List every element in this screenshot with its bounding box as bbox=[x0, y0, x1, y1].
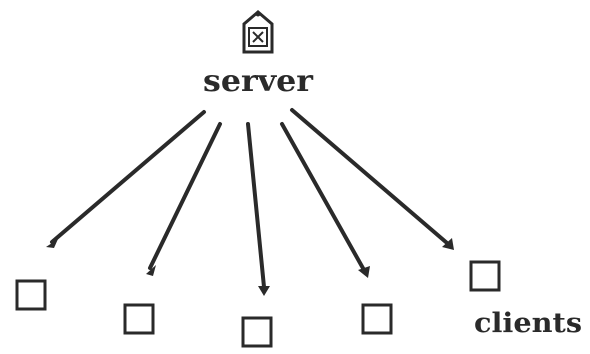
client-box-5 bbox=[469, 260, 501, 292]
client-box-1 bbox=[15, 279, 47, 311]
server-label: server bbox=[203, 64, 314, 99]
connection-line-4 bbox=[280, 122, 366, 272]
clients-label: clients bbox=[474, 308, 582, 339]
client-box-4 bbox=[361, 303, 393, 335]
arrow-head-5 bbox=[442, 238, 454, 250]
arrow-head-3 bbox=[258, 286, 270, 296]
arrow-heads bbox=[46, 238, 454, 296]
connection-line-1 bbox=[50, 110, 206, 244]
connection-line-3 bbox=[246, 122, 266, 289]
connection-line-5 bbox=[290, 108, 449, 245]
connection-line-2 bbox=[148, 122, 222, 270]
arrow-head-2 bbox=[146, 265, 156, 276]
client-box-2 bbox=[123, 303, 155, 335]
arrow-head-4 bbox=[358, 266, 370, 278]
arrow-head-1 bbox=[46, 239, 58, 248]
connection-arrows bbox=[50, 108, 449, 289]
client-box-3 bbox=[241, 316, 273, 348]
server-icon bbox=[242, 10, 274, 54]
client-boxes bbox=[15, 260, 501, 348]
